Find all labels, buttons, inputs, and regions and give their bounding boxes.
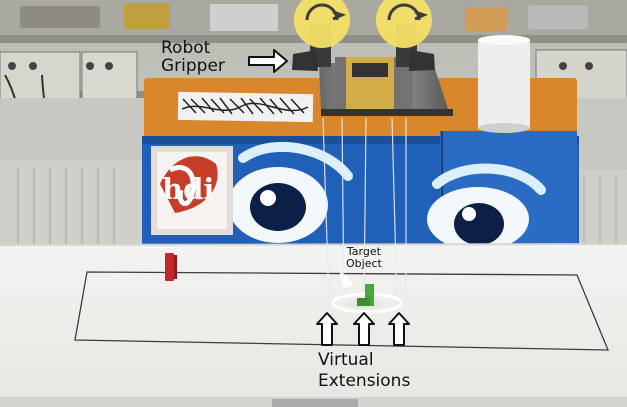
virtual-extension-lines (322, 117, 407, 308)
white-cylinder (478, 35, 530, 133)
robot-gripper-label: Robot Gripper (161, 38, 225, 76)
virtual-extensions-label: Virtual Extensions (318, 350, 410, 393)
target-object-label-line-1: Target (346, 245, 381, 258)
target-object-label-line-2: Object (346, 256, 382, 270)
target-object (331, 284, 403, 314)
robot-gripper-label-line-1: Robot (161, 38, 211, 58)
virtual-extensions-label-line-1: Virtual (318, 350, 374, 370)
virtual-extensions-label-line-2: Extensions (318, 371, 411, 392)
target-pointer (339, 270, 354, 288)
box-logo-text: hdi (162, 172, 214, 206)
robot-gripper (292, 0, 453, 116)
gripper-arrow (248, 49, 288, 73)
virtual-extension-arrows (316, 312, 410, 346)
red-obstacle (165, 253, 174, 281)
target-object-label: Target Object (346, 246, 382, 269)
robot-gripper-label-line-2: Gripper (161, 55, 225, 76)
table (0, 243, 627, 407)
